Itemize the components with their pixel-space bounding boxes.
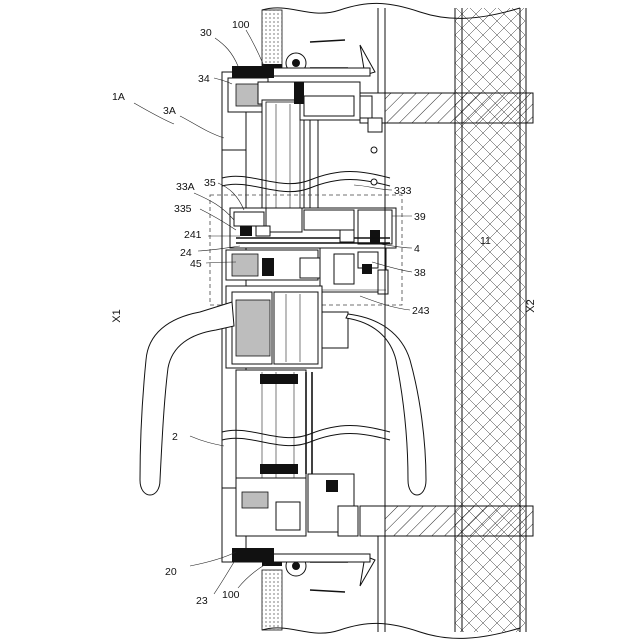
bottom-sill bbox=[360, 506, 533, 536]
label-35: 35 bbox=[204, 177, 216, 189]
label-x1: X1 bbox=[111, 309, 123, 322]
label-3A: 3A bbox=[163, 105, 176, 117]
top-lintel bbox=[360, 93, 533, 123]
screw-head bbox=[371, 179, 377, 185]
wall-band-top bbox=[262, 10, 375, 75]
label-4: 4 bbox=[414, 243, 420, 255]
label-335: 335 bbox=[174, 203, 192, 215]
label-39: 39 bbox=[414, 211, 426, 223]
meeting-rail bbox=[226, 208, 396, 294]
label-241: 241 bbox=[184, 229, 202, 241]
label-33A: 33A bbox=[176, 181, 195, 193]
label-20: 20 bbox=[165, 566, 177, 578]
label-x2: X2 bbox=[525, 299, 537, 312]
label-34: 34 bbox=[198, 73, 210, 85]
label-100-bottom: 100 bbox=[222, 589, 240, 601]
label-333: 333 bbox=[394, 185, 412, 197]
label-23: 23 bbox=[196, 595, 208, 607]
label-2: 2 bbox=[172, 431, 178, 443]
label-38: 38 bbox=[414, 267, 426, 279]
label-45: 45 bbox=[190, 258, 202, 270]
label-100-top: 100 bbox=[232, 19, 250, 31]
break-line-upper bbox=[222, 172, 390, 184]
label-30: 30 bbox=[200, 27, 212, 39]
lever-handle-right bbox=[322, 312, 426, 495]
label-1A: 1A bbox=[112, 91, 125, 103]
label-243: 243 bbox=[412, 305, 430, 317]
lever-handle-left bbox=[140, 302, 234, 495]
label-11: 11 bbox=[480, 235, 491, 247]
wall-band-bottom bbox=[262, 556, 375, 630]
screw-head bbox=[371, 147, 377, 153]
